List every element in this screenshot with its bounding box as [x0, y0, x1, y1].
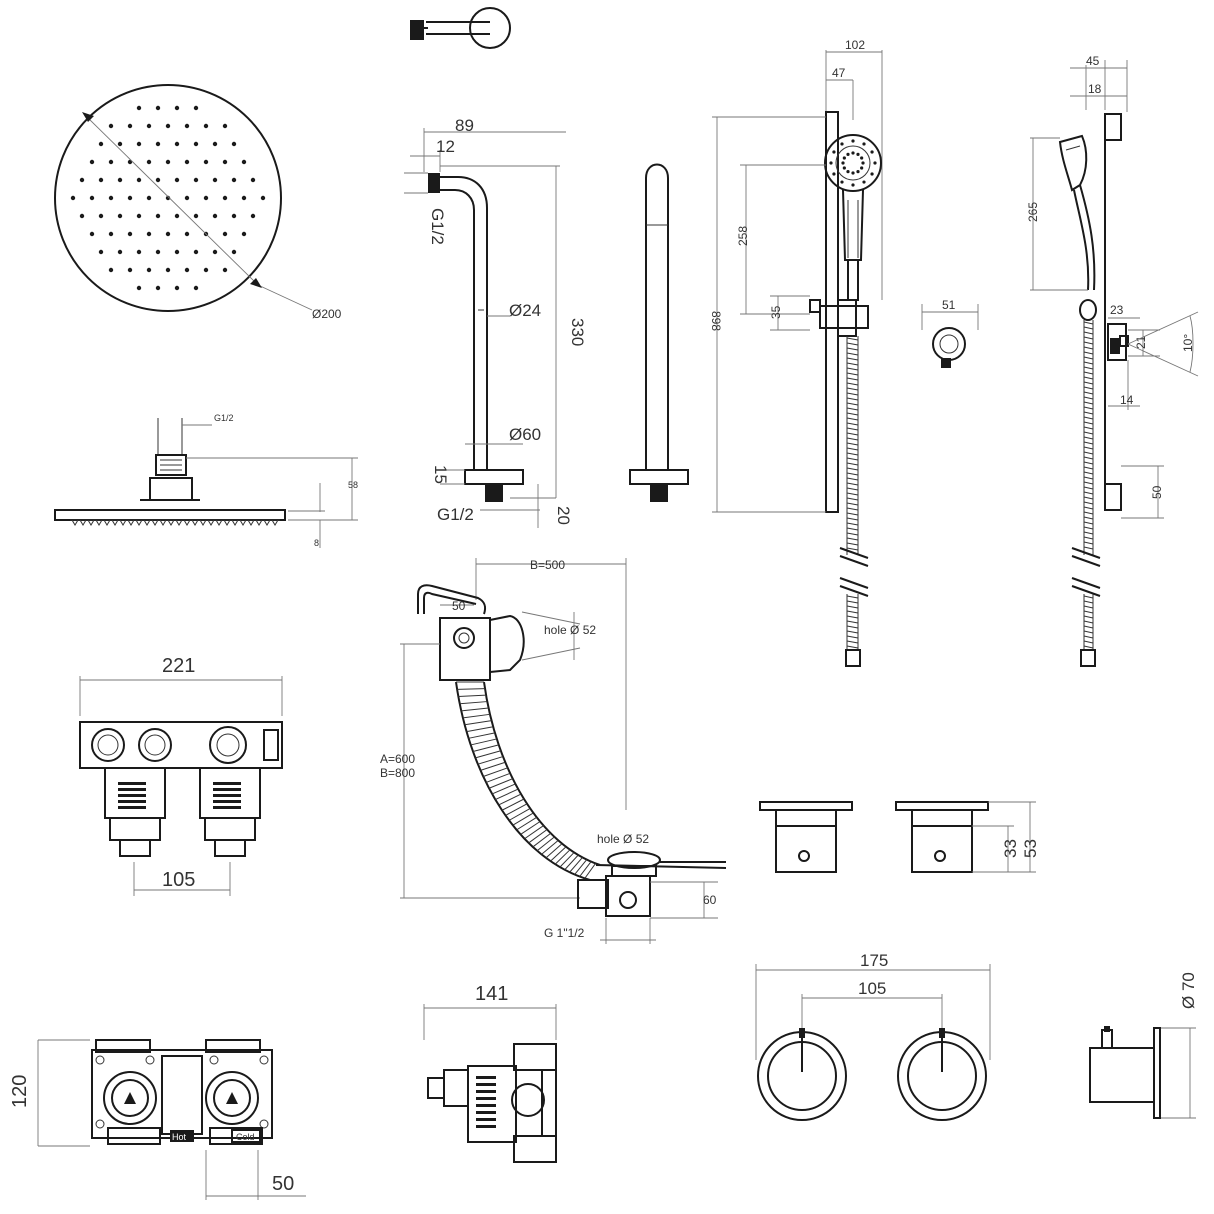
shower-arm-front: [629, 163, 689, 502]
arm-g12-label: G1/2: [428, 208, 447, 245]
side-14-label: 14: [1120, 393, 1134, 407]
slide-rail-front: 102 47 898 258 35: [709, 38, 883, 667]
wall-arm-top-view: [410, 7, 511, 49]
rail-258-label: 258: [736, 226, 750, 246]
cover-plates-front: 175 105: [755, 951, 991, 1121]
rail-47-label: 47: [832, 66, 846, 80]
arm-g12-bottom-label: G1/2: [437, 505, 474, 524]
plate-105-label: 105: [858, 979, 886, 998]
side-10deg-label: 10°: [1181, 334, 1195, 352]
wall-elbow-outlet: 51: [921, 298, 979, 368]
side-21-label: 21: [1134, 335, 1148, 349]
slide-rail-side: 45 18 265 23 21 10° 14 50: [1026, 54, 1199, 667]
arm-d60-label: Ø60: [509, 425, 541, 444]
valve-221-label: 221: [162, 655, 195, 677]
arm-15-label: 15: [431, 465, 450, 484]
waste-b800-label: B=800: [380, 766, 415, 780]
bath-waste-overflow: B=500 50 hole Ø 52 A=600 B=800 hole Ø 52…: [380, 558, 727, 944]
arm-12-label: 12: [436, 137, 455, 156]
waste-b500-label: B=500: [530, 558, 565, 572]
thickness-8-label: 8: [314, 538, 319, 548]
trim-side-view: Ø 70: [1089, 972, 1198, 1119]
valve-105-label: 105: [162, 869, 195, 891]
valve-body-plan: 120 Hot Cold 50: [9, 1039, 306, 1200]
arm-d24-label: Ø24: [509, 301, 541, 320]
arm-width-89-label: 89: [455, 116, 474, 135]
g12-connector-label: G1/2: [214, 413, 234, 423]
elbow-51-label: 51: [942, 298, 956, 312]
rail-35-label: 35: [769, 305, 783, 319]
valve-body-side: 141: [423, 983, 557, 1163]
valve2-141-label: 141: [475, 983, 508, 1005]
hot-label: Hot: [172, 1132, 187, 1142]
plate-d70-label: Ø 70: [1179, 972, 1198, 1009]
arm-20-label: 20: [554, 506, 573, 525]
side-18-label: 18: [1088, 82, 1102, 96]
waste-g112-label: G 1"1/2: [544, 926, 585, 940]
side-23-label: 23: [1110, 303, 1124, 317]
waste-hole-top-label: hole Ø 52: [544, 623, 596, 637]
arm-330-label: 330: [568, 318, 587, 346]
shower-arm-bent: 89 12 G1/2 330 Ø24 Ø60 15 G1/2 20: [404, 116, 587, 528]
shower-head-top-view: Ø200: [54, 84, 342, 321]
concealed-valve-front: 221 105: [79, 655, 283, 896]
body-120-label: 120: [9, 1075, 31, 1108]
rail-898-label: 898: [709, 311, 723, 331]
side-45-label: 45: [1086, 54, 1100, 68]
plate-175-label: 175: [860, 951, 888, 970]
height-58-label: 58: [348, 480, 358, 490]
body-50-label: 50: [272, 1173, 294, 1195]
side-50-label: 50: [1150, 485, 1164, 499]
trim-knobs-side: 33 53: [759, 801, 1040, 873]
waste-60-label: 60: [703, 893, 717, 907]
diameter-200-label: Ø200: [312, 307, 342, 321]
cold-label: Cold: [236, 1132, 255, 1142]
waste-50-label: 50: [452, 599, 466, 613]
trim-53-label: 53: [1021, 839, 1040, 858]
rail-102-label: 102: [845, 38, 865, 52]
nozzle-dots: [70, 105, 266, 291]
side-265-label: 265: [1026, 202, 1040, 222]
shower-head-side-view: G1/2 58 8: [54, 413, 358, 548]
trim-33-label: 33: [1001, 839, 1020, 858]
waste-a600-label: A=600: [380, 752, 415, 766]
waste-hole-bottom-label: hole Ø 52: [597, 832, 649, 846]
